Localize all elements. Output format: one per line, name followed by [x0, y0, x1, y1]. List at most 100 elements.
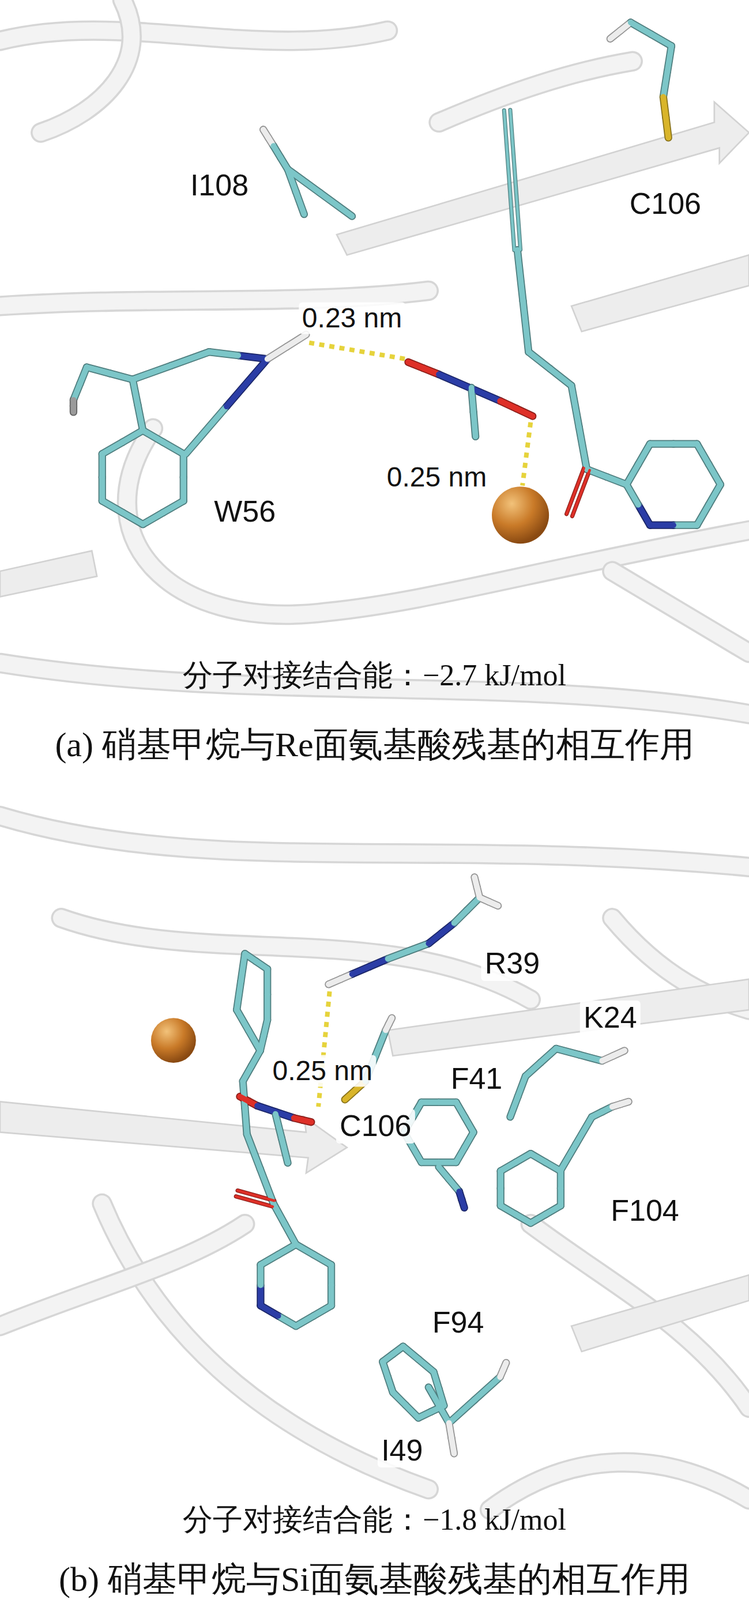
bond [510, 1096, 518, 1117]
bond-outline [708, 484, 721, 506]
bond-outline [256, 1285, 265, 1306]
bond [236, 981, 242, 1011]
bond-outline [451, 1438, 454, 1455]
bond [235, 1197, 273, 1208]
bond-outline [286, 334, 307, 347]
bond [560, 1144, 577, 1172]
bond-outline [142, 430, 164, 443]
ribbon [0, 30, 389, 41]
bond-outline [102, 501, 123, 513]
bond [328, 1265, 335, 1286]
bond-outline [578, 1055, 602, 1062]
bond-outline [260, 1305, 279, 1317]
bond [473, 412, 476, 437]
bond [352, 966, 371, 975]
bond-outline [273, 1203, 285, 1225]
ribbon [489, 1462, 749, 1511]
bond-outline [522, 300, 529, 352]
bond-outline [464, 1117, 474, 1133]
bond-outline [613, 1051, 625, 1057]
bond-outline [638, 505, 650, 526]
ribbon-edge [530, 1224, 749, 1409]
hydrogen-bond [318, 991, 330, 1108]
bond [245, 1108, 248, 1135]
bond [502, 1363, 506, 1370]
bond [238, 355, 267, 360]
bond-outline [571, 385, 579, 428]
ribbon [612, 571, 749, 654]
bond-outline [122, 430, 143, 443]
illustration-root [0, 0, 749, 1511]
bond [620, 1101, 629, 1105]
bond-outline [510, 1096, 518, 1117]
residue-label: F104 [607, 1194, 683, 1229]
bond-outline [560, 1144, 577, 1172]
bond-outline [241, 954, 246, 983]
bond-outline [673, 439, 698, 448]
bond-outline [474, 1377, 500, 1401]
bond [142, 430, 164, 443]
bond [86, 367, 110, 374]
bond [510, 110, 521, 250]
ribbon-edge [612, 571, 749, 654]
bond [264, 969, 271, 995]
bond-outline [673, 521, 698, 529]
residue-label: F41 [447, 1062, 507, 1097]
bond-outline [449, 1400, 475, 1424]
bond-outline [320, 192, 353, 217]
bond-outline [327, 1285, 336, 1306]
bond-outline [663, 96, 666, 118]
bond [142, 512, 164, 525]
bond-outline [284, 1224, 296, 1245]
bond [673, 441, 698, 447]
binding-energy: 分子对接结合能：−2.7 kJ/mol [182, 658, 567, 694]
bond-outline [257, 1105, 276, 1113]
bond-outline [295, 1316, 314, 1327]
bond-outline [278, 1244, 297, 1256]
bond [320, 192, 353, 217]
bond [302, 1120, 312, 1123]
bond [287, 169, 321, 194]
beta-strand [571, 1275, 749, 1353]
ribbon [102, 1203, 429, 1490]
bond [242, 1081, 246, 1109]
bond [328, 1285, 335, 1306]
bond-outline [474, 877, 477, 888]
bond-outline [242, 1081, 246, 1109]
bond-outline [109, 373, 133, 380]
bond [528, 352, 551, 370]
bond-outline [473, 412, 476, 437]
bond [284, 1224, 296, 1245]
bond [260, 1035, 264, 1052]
bond [626, 464, 639, 485]
bond-outline [236, 1010, 249, 1031]
residue-label: W56 [210, 495, 280, 530]
bond-outline [438, 374, 470, 389]
bond-outline [649, 439, 674, 448]
bond-outline [327, 1265, 336, 1286]
bond-outline [697, 443, 709, 465]
bond [273, 1203, 285, 1225]
bond-outline [260, 1035, 264, 1052]
ribbon [61, 918, 531, 1001]
bond [132, 365, 171, 380]
bond [275, 1114, 282, 1139]
bond [260, 1305, 279, 1317]
bond [99, 477, 105, 502]
bond-outline [517, 250, 523, 301]
bond [102, 442, 123, 454]
bond [382, 1362, 389, 1379]
bond [70, 405, 77, 413]
bond-outline [295, 1244, 314, 1256]
bond-outline [665, 117, 669, 138]
bond [649, 441, 674, 447]
bond-outline [275, 1114, 282, 1139]
bond-outline [502, 1363, 506, 1370]
bond [278, 1244, 297, 1256]
residue-label: I108 [186, 168, 252, 203]
ribbon-edge [61, 918, 531, 1001]
ribbon-edge [102, 1203, 429, 1490]
bond-outline [708, 464, 721, 485]
bond-outline [606, 476, 627, 485]
